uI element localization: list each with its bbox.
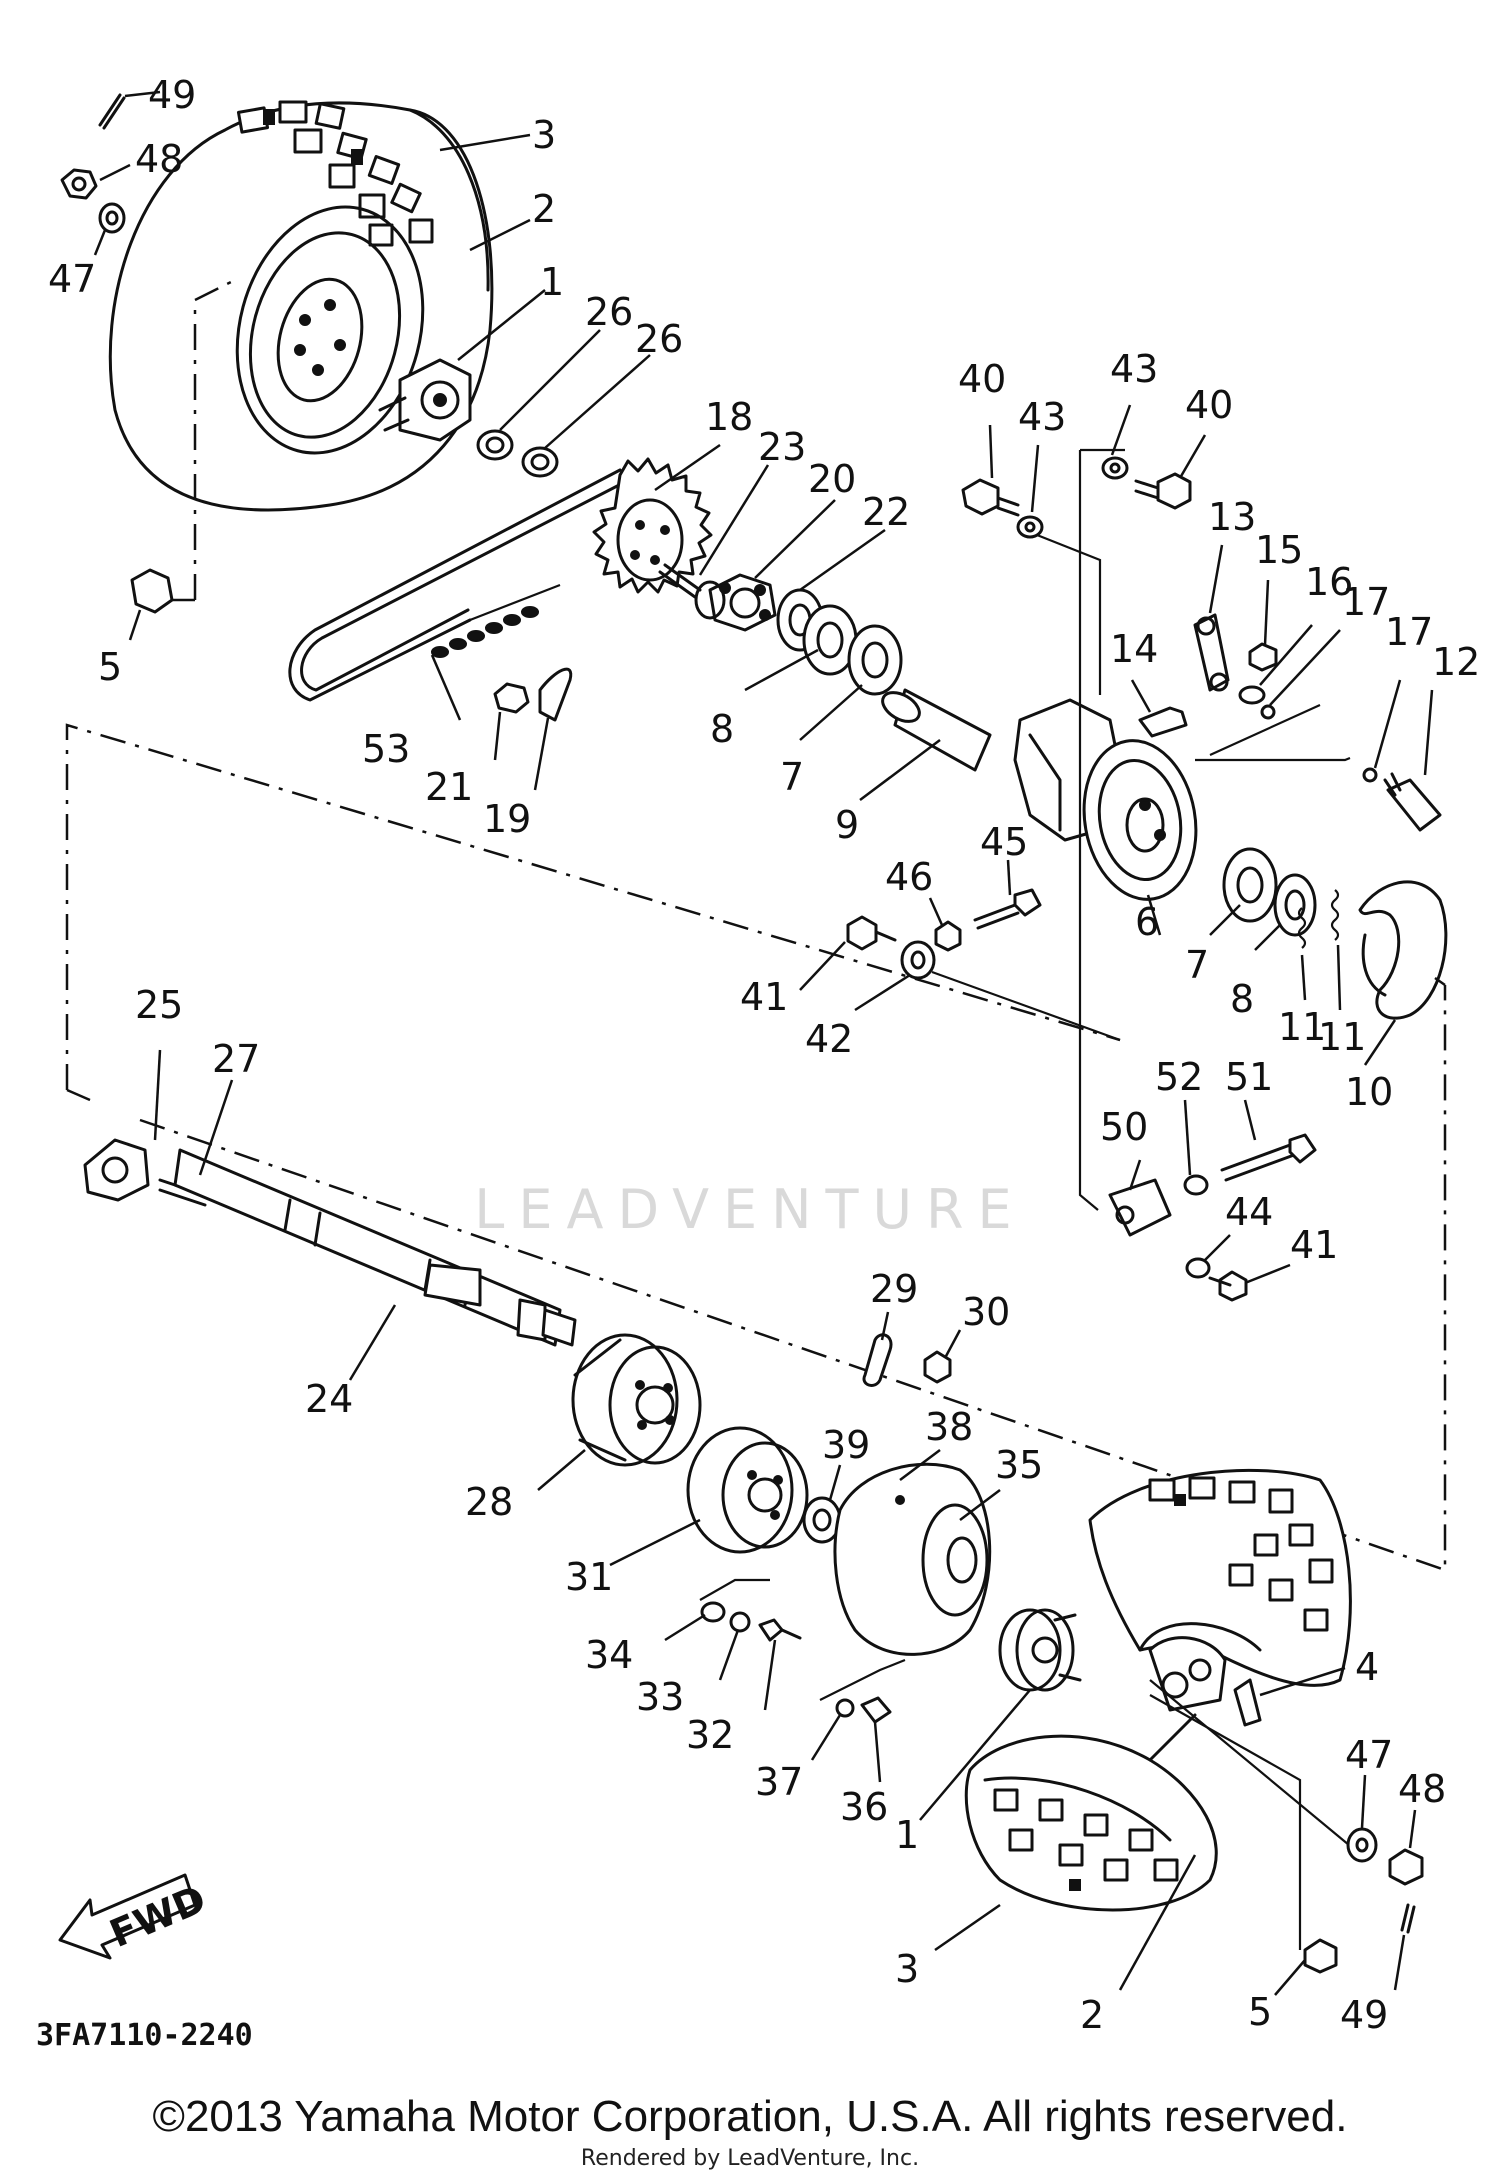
callout-19: 19 xyxy=(483,797,531,841)
callout-11: 11 xyxy=(1278,1005,1326,1049)
callout-50: 50 xyxy=(1100,1105,1148,1149)
callout-10: 10 xyxy=(1345,1070,1393,1114)
callout-47: 47 xyxy=(48,257,96,301)
callout-7: 7 xyxy=(1185,943,1209,987)
callout-11: 11 xyxy=(1318,1015,1366,1059)
callout-51: 51 xyxy=(1225,1055,1273,1099)
drive-chain-sprocket xyxy=(288,457,777,722)
callout-8: 8 xyxy=(710,707,734,751)
callout-41: 41 xyxy=(740,975,788,1019)
callout-37: 37 xyxy=(755,1760,803,1804)
callout-43: 43 xyxy=(1110,347,1158,391)
callout-22: 22 xyxy=(862,490,910,534)
callout-46: 46 xyxy=(885,855,933,899)
callout-17: 17 xyxy=(1342,580,1390,624)
callout-25: 25 xyxy=(135,983,183,1027)
copyright-notice: ©2013 Yamaha Motor Corporation, U.S.A. A… xyxy=(152,2092,1348,2141)
callout-1: 1 xyxy=(540,260,564,304)
callout-24: 24 xyxy=(305,1377,353,1421)
callout-53: 53 xyxy=(362,727,410,771)
assembly-lines xyxy=(65,723,1447,1572)
watermark-text: LEADVENTURE xyxy=(474,1178,1026,1241)
callout-49: 49 xyxy=(148,73,196,117)
callout-41: 41 xyxy=(1290,1223,1338,1267)
callout-8: 8 xyxy=(1230,977,1254,1021)
callout-45: 45 xyxy=(980,820,1028,864)
fwd-arrow-icon: FWD xyxy=(58,1873,212,1960)
callout-1: 1 xyxy=(895,1813,919,1857)
callout-5: 5 xyxy=(1248,1990,1272,2034)
callout-26: 26 xyxy=(585,290,633,334)
callout-20: 20 xyxy=(808,457,856,501)
callout-3: 3 xyxy=(532,113,556,157)
callout-36: 36 xyxy=(840,1785,888,1829)
callout-2: 2 xyxy=(532,187,556,231)
tire-tread-blocks xyxy=(236,100,434,247)
callout-40: 40 xyxy=(958,357,1006,401)
callout-26: 26 xyxy=(635,317,683,361)
callout-18: 18 xyxy=(705,395,753,439)
callout-7: 7 xyxy=(780,755,804,799)
callout-13: 13 xyxy=(1208,495,1256,539)
leader-lines xyxy=(93,90,1434,1996)
callout-numbers: 49 48 47 3 2 1 26 26 5 18 23 20 22 40 43… xyxy=(48,73,1480,2037)
callout-52: 52 xyxy=(1155,1055,1203,1099)
callout-5: 5 xyxy=(98,645,122,689)
callout-42: 42 xyxy=(805,1017,853,1061)
callout-33: 33 xyxy=(636,1675,684,1719)
callout-12: 12 xyxy=(1432,640,1480,684)
callout-4: 4 xyxy=(1355,1645,1379,1689)
rear-axle xyxy=(83,1138,577,1347)
callout-35: 35 xyxy=(995,1443,1043,1487)
rear-wheel-upper xyxy=(60,93,559,614)
callout-34: 34 xyxy=(585,1633,633,1677)
callout-44: 44 xyxy=(1225,1190,1273,1234)
axle-housing xyxy=(776,448,1448,1302)
rear-wheel-lower xyxy=(964,1468,1424,1974)
callout-32: 32 xyxy=(686,1713,734,1757)
callout-23: 23 xyxy=(758,425,806,469)
hub-assembly xyxy=(571,1333,992,1724)
callout-38: 38 xyxy=(925,1405,973,1449)
callout-14: 14 xyxy=(1110,627,1158,671)
callout-27: 27 xyxy=(212,1037,260,1081)
callout-29: 29 xyxy=(870,1267,918,1311)
callout-3: 3 xyxy=(895,1947,919,1991)
callout-6: 6 xyxy=(1135,900,1159,944)
callout-15: 15 xyxy=(1255,528,1303,572)
callout-21: 21 xyxy=(425,765,473,809)
callout-49: 49 xyxy=(1340,1993,1388,2037)
callout-48: 48 xyxy=(1398,1767,1446,1811)
callout-16: 16 xyxy=(1305,560,1353,604)
callout-31: 31 xyxy=(565,1555,613,1599)
callout-17: 17 xyxy=(1385,610,1433,654)
callout-47: 47 xyxy=(1345,1733,1393,1777)
callout-2: 2 xyxy=(1080,1993,1104,2037)
callout-30: 30 xyxy=(962,1290,1010,1334)
callout-9: 9 xyxy=(835,803,859,847)
diagram-code: 3FA7110-2240 xyxy=(36,2018,253,2053)
callout-48: 48 xyxy=(135,137,183,181)
callout-40: 40 xyxy=(1185,383,1233,427)
callout-43: 43 xyxy=(1018,395,1066,439)
tire-tread-blocks-lower xyxy=(1148,1476,1334,1632)
tire-tread-blocks-lower-2 xyxy=(993,1788,1179,1891)
callout-39: 39 xyxy=(822,1423,870,1467)
rendered-by-note: Rendered by LeadVenture, Inc. xyxy=(580,2146,920,2171)
callout-28: 28 xyxy=(465,1480,513,1524)
